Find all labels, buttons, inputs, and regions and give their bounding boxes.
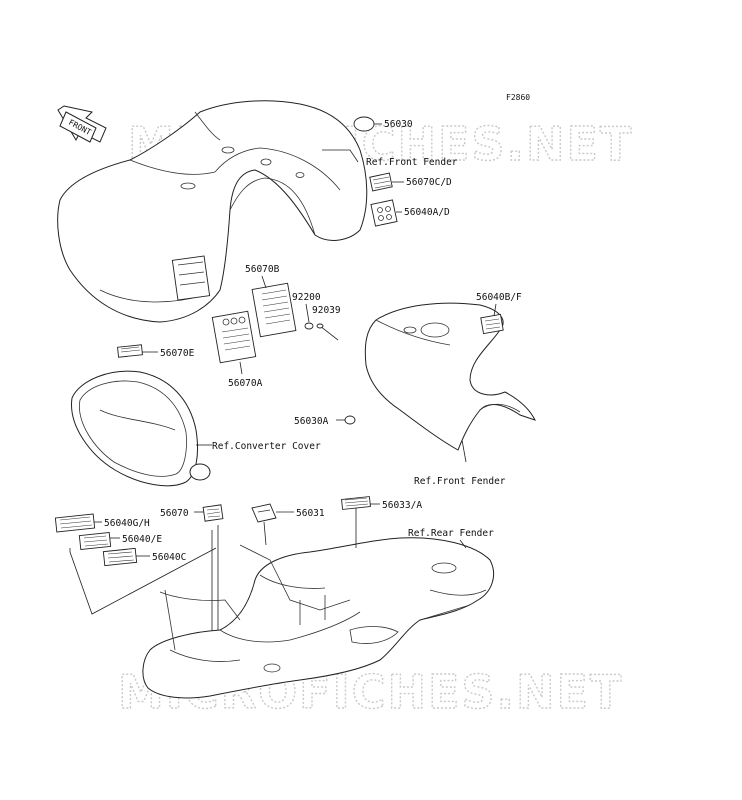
front-arrow-icon: FRONT [57,105,107,143]
decal-56070a [211,310,257,364]
part-56030-disc [353,116,375,132]
converter-cover [71,370,211,487]
callout-56033a: 56033/A [382,500,422,511]
callout-56040bf: 56040B/F [476,292,522,303]
front-fender-right [364,302,536,451]
callout-92039: 92039 [312,305,341,316]
decal-56040c [102,547,138,567]
decal-56070 [202,504,224,522]
callout-56030: 56030 [384,119,413,130]
decal-56070b [251,282,297,338]
figure-id: F2860 [506,93,530,102]
callout-ref-front-fender-mid: Ref.Front Fender [414,476,506,487]
callout-56040c: 56040C [152,552,186,563]
part-92039-screw [316,323,339,341]
callout-56030a: 56030A [294,416,329,427]
decal-56040ad [370,199,398,227]
decal-56031 [251,503,277,523]
front-fender-top [57,100,368,323]
callout-56040ad: 56040A/D [404,207,450,218]
callout-ref-converter: Ref.Converter Cover [212,441,321,452]
decal-56040bf [480,313,504,335]
decal-56070cd [369,172,393,192]
part-56030a [344,415,356,425]
decal-56040e [78,531,112,551]
callout-56070a: 56070A [228,378,263,389]
callout-92200: 92200 [292,292,321,303]
callout-56040gh: 56040G/H [104,518,150,529]
decal-56033a [341,496,371,510]
decal-56070e [117,344,143,358]
rear-fender [142,537,494,699]
callout-ref-front-fender-top: Ref.Front Fender [366,157,458,168]
callout-56070b: 56070B [245,264,280,275]
callout-56070cd: 56070C/D [406,177,452,188]
decal-56040gh [54,513,96,533]
callout-56070: 56070 [160,508,189,519]
part-92200-washer [304,322,314,330]
callout-ref-rear-fender: Ref.Rear Fender [408,528,494,539]
callout-56070e: 56070E [160,348,195,359]
callout-56031: 56031 [296,508,325,519]
callout-56040e: 56040/E [122,534,162,545]
